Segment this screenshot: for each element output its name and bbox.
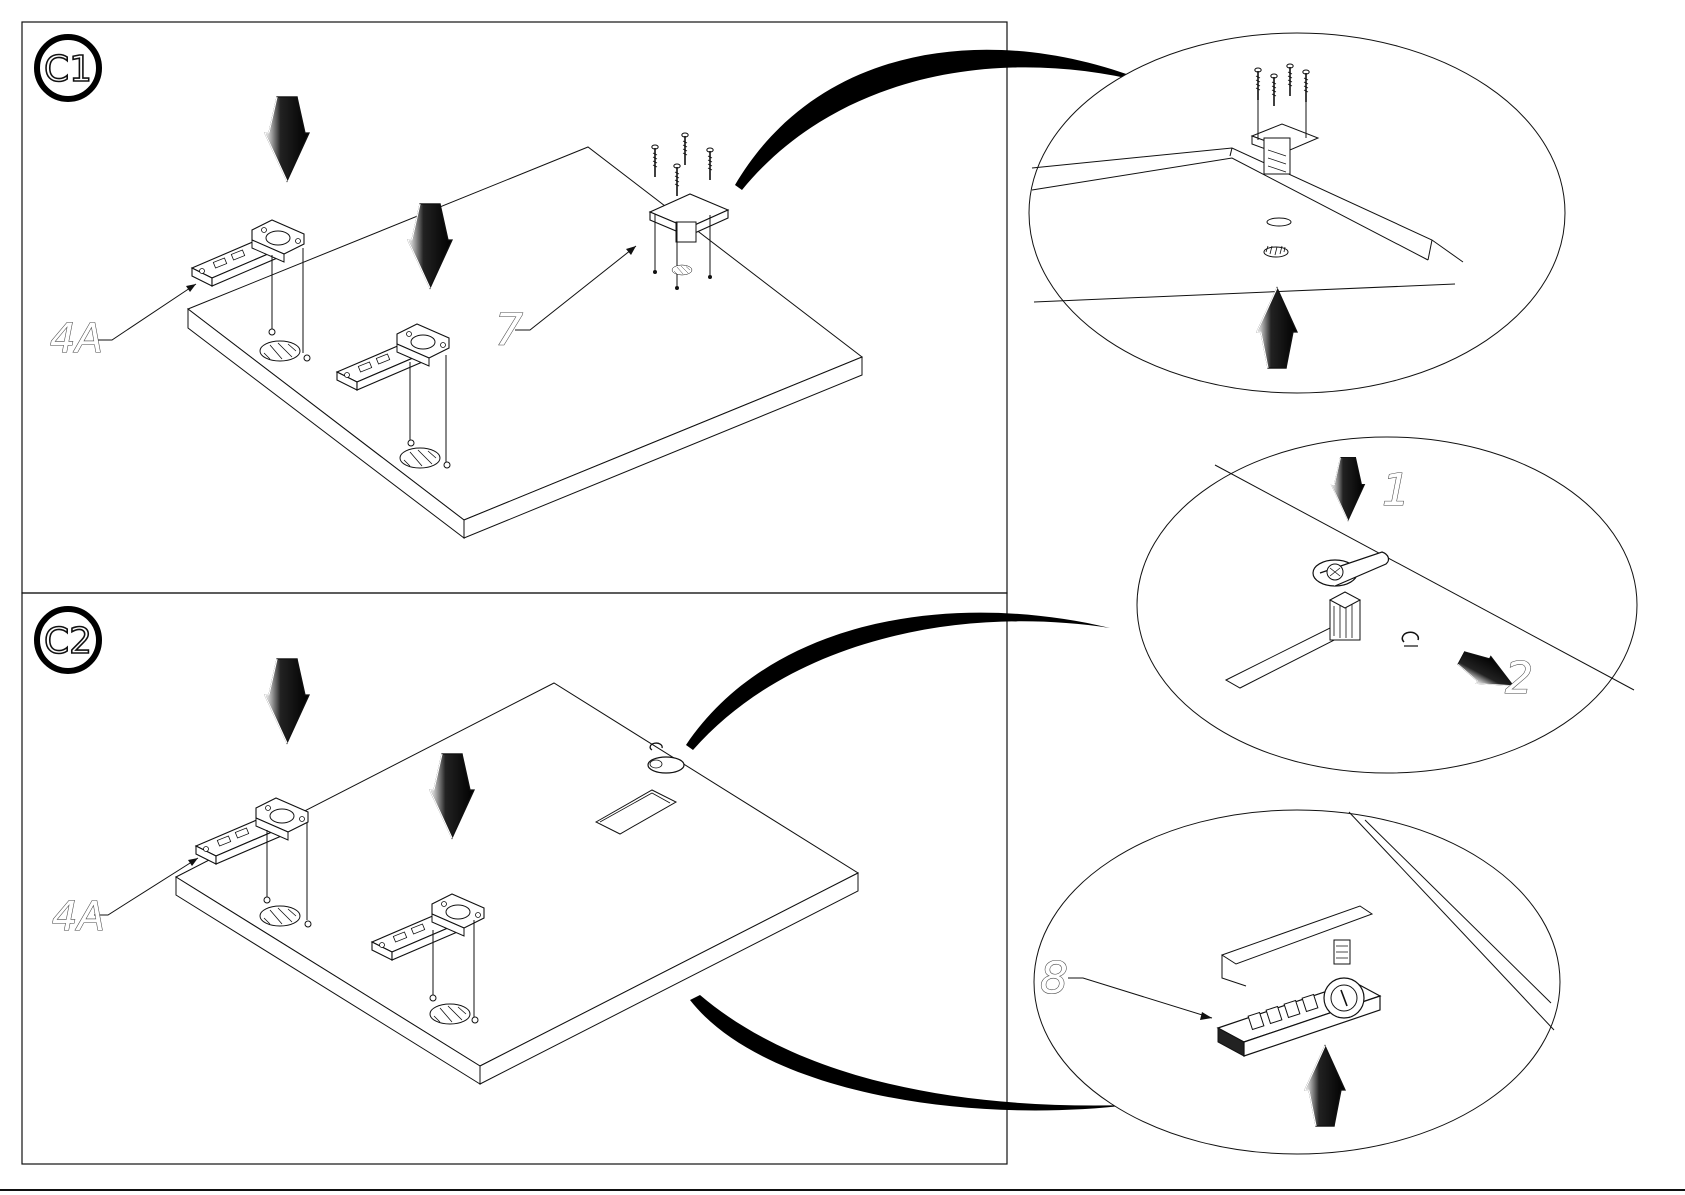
step-c2-panel: C2 <box>22 593 1130 1164</box>
detail-bracket-view <box>1029 33 1565 393</box>
screw-icon <box>674 164 680 196</box>
c2-step-badge: C2 <box>37 609 99 671</box>
screw-icon <box>707 148 713 180</box>
c2-detail-connector-upper <box>686 613 1110 750</box>
detail-callout-2: 2 <box>1505 653 1533 704</box>
detail-cam-view: 1 2 <box>1137 437 1637 773</box>
detail-callout-8: 8 <box>1040 953 1068 1004</box>
screw-icon <box>682 133 688 165</box>
c1-callout-4a: 4A <box>50 316 103 362</box>
c2-leader-4a: 4A <box>52 858 198 940</box>
c1-callout-7: 7 <box>495 305 523 356</box>
c1-step-label: C1 <box>44 49 92 90</box>
detail-callout-1: 1 <box>1382 465 1410 516</box>
screw-icon <box>652 145 658 177</box>
c2-callout-4a: 4A <box>52 894 105 940</box>
c2-board <box>176 683 858 1084</box>
step-c1-panel: C1 <box>22 22 1155 593</box>
c1-arrow-left <box>265 97 309 181</box>
c2-step-label: C2 <box>44 621 92 662</box>
c1-leader-4a: 4A <box>50 284 196 362</box>
detail-hole <box>1267 218 1291 226</box>
detail-cam-body <box>1330 592 1360 640</box>
detail-lock-view: 8 <box>1034 810 1560 1154</box>
c2-arrow-left <box>265 659 309 743</box>
c1-step-badge: C1 <box>37 37 99 99</box>
